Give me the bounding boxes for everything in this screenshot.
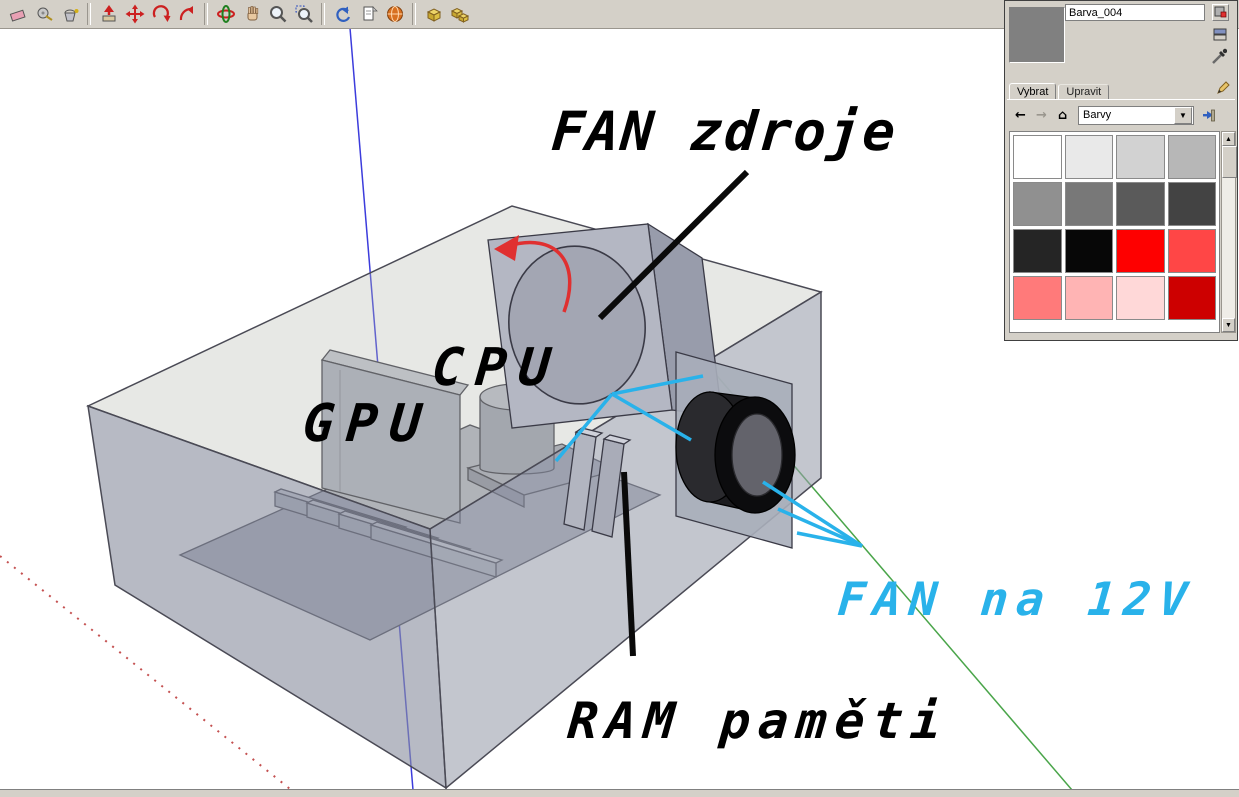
tape-measure-icon [37, 7, 53, 21]
color-swatch[interactable] [1116, 135, 1165, 179]
collection-nav-row: ← → ⌂ Barvy ▼ [1011, 105, 1218, 125]
status-bar [0, 789, 1239, 797]
create-material-icon [1214, 6, 1227, 18]
color-swatch[interactable] [1013, 276, 1062, 320]
color-swatch[interactable] [1013, 135, 1062, 179]
orbit-tool-button[interactable] [213, 2, 238, 27]
color-swatch[interactable] [1167, 135, 1216, 179]
secondary-pane-button[interactable] [1212, 26, 1229, 43]
rotate-tool-button[interactable] [148, 2, 173, 27]
color-swatch[interactable] [1167, 229, 1216, 273]
scrollbar-thumb[interactable] [1222, 146, 1237, 178]
red-curved-arrow [507, 240, 572, 313]
red-axis [0, 555, 301, 797]
scroll-up-button[interactable]: ▲ [1222, 132, 1235, 146]
eraser-tool-button[interactable] [5, 2, 30, 27]
color-swatch[interactable] [1064, 182, 1113, 226]
next-view-button[interactable] [356, 2, 381, 27]
offset-icon [179, 6, 193, 21]
gpu-card[interactable] [320, 349, 470, 524]
in-model-icon [1203, 109, 1215, 121]
swatch-scrollbar[interactable]: ▲ ▼ [1221, 131, 1237, 333]
materials-tabs: Vybrat Upravit [1009, 81, 1110, 100]
color-swatch[interactable] [1064, 135, 1113, 179]
fan-12v-cylinder[interactable] [675, 391, 796, 514]
label-fan-12v[interactable]: FAN na 12V [835, 572, 1198, 626]
computer-case-model[interactable] [86, 205, 823, 790]
move-tool-button[interactable] [122, 2, 147, 27]
offset-tool-button[interactable] [174, 2, 199, 27]
components-panel-button[interactable] [447, 2, 472, 27]
zoom-window-tool-button[interactable] [291, 2, 316, 27]
toolbar-separator [87, 3, 91, 25]
psu-fan-circle [508, 245, 646, 405]
color-swatch[interactable] [1064, 276, 1113, 320]
eyedropper-icon [1212, 48, 1227, 64]
components-stack-icon [450, 7, 469, 23]
tab-upravit[interactable]: Upravit [1058, 84, 1110, 100]
orbit-icon [216, 5, 235, 23]
push-pull-tool-button[interactable] [96, 2, 121, 27]
paint-bucket-icon [63, 9, 78, 22]
sample-paint-button[interactable] [1210, 48, 1227, 65]
color-swatch[interactable] [1116, 182, 1165, 226]
ram-pointer-line [621, 471, 636, 657]
zoom-tool-button[interactable] [265, 2, 290, 27]
cyan-pointer-lines [554, 374, 863, 548]
tabs-divider [1007, 99, 1235, 100]
pan-tool-button[interactable] [239, 2, 264, 27]
label-fan-zdroje[interactable]: FAN zdroje [549, 100, 900, 163]
color-swatch-grid [1009, 131, 1220, 333]
home-button[interactable]: ⌂ [1053, 105, 1072, 125]
forward-arrow-button[interactable]: → [1032, 105, 1051, 125]
color-swatch[interactable] [1064, 229, 1113, 273]
dropdown-arrow-icon[interactable]: ▼ [1174, 106, 1192, 124]
material-preview-swatch[interactable] [1009, 7, 1065, 63]
red-arrowhead [494, 235, 519, 261]
rotate-icon [152, 5, 170, 22]
collection-dropdown[interactable]: Barvy ▼ [1078, 105, 1194, 125]
label-ram-pameti[interactable]: RAM paměti [565, 692, 952, 750]
annotation-lines [494, 169, 863, 657]
tape-measure-tool-button[interactable] [31, 2, 56, 27]
material-name-input[interactable] [1065, 4, 1205, 21]
eraser-icon [9, 9, 26, 22]
color-swatch[interactable] [1013, 229, 1062, 273]
zoom-window-icon [295, 5, 313, 23]
get-models-button[interactable] [382, 2, 407, 27]
label-gpu[interactable]: GPU [300, 394, 436, 454]
ram-sticks[interactable] [563, 427, 632, 538]
color-swatch[interactable] [1167, 276, 1216, 320]
color-swatch[interactable] [1167, 182, 1216, 226]
component-tool-button[interactable] [421, 2, 446, 27]
pencil-icon [1216, 80, 1230, 94]
collection-dropdown-value: Barvy [1083, 109, 1112, 121]
create-material-button[interactable] [1212, 4, 1229, 21]
in-model-button[interactable] [1199, 105, 1218, 125]
paint-bucket-tool-button[interactable] [57, 2, 82, 27]
fan-zdroje-pointer-line [597, 169, 750, 321]
tab-vybrat[interactable]: Vybrat [1009, 83, 1057, 100]
toolbar-separator [412, 3, 416, 25]
toolbar-separator [321, 3, 325, 25]
edit-pencil-button[interactable] [1214, 79, 1231, 96]
materials-panel: Vybrat Upravit ← → ⌂ Barvy ▼ [1004, 0, 1238, 341]
scroll-down-button[interactable]: ▼ [1222, 318, 1235, 332]
back-arrow-button[interactable]: ← [1011, 105, 1030, 125]
next-view-icon [363, 6, 378, 21]
previous-view-icon [335, 6, 350, 22]
secondary-pane-icon [1213, 28, 1227, 41]
previous-view-button[interactable] [330, 2, 355, 27]
component-box-icon [426, 8, 441, 22]
get-models-globe-icon [386, 6, 403, 22]
zoom-icon [269, 6, 286, 23]
toolbar-separator [204, 3, 208, 25]
move-icon [125, 4, 144, 24]
color-swatch[interactable] [1116, 276, 1165, 320]
color-swatch[interactable] [1013, 182, 1062, 226]
pan-hand-icon [247, 6, 258, 21]
color-swatch[interactable] [1116, 229, 1165, 273]
push-pull-icon [102, 5, 115, 22]
label-cpu[interactable]: CPU [429, 338, 565, 398]
